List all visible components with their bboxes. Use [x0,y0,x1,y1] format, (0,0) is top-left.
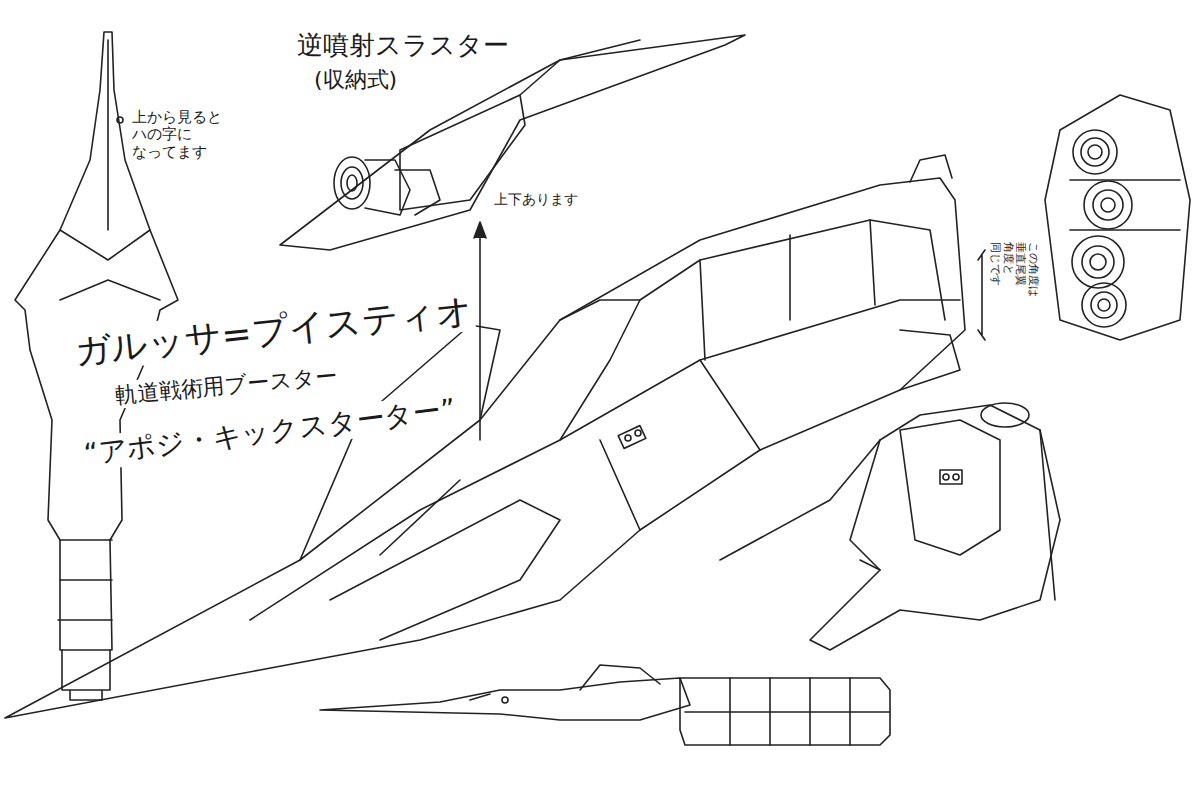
part-heading: 逆噴射スラスター [295,30,511,62]
side-view-figure [320,665,890,745]
machine-type: 軌道戦術用ブースター [112,362,341,409]
angle-note: この角度は 垂直尾翼 角度と 同じです [987,240,1040,314]
leader-arrow [474,222,486,440]
nozzle-rear-view [978,95,1190,340]
main-booster-figure [5,155,965,718]
machine-name: ガルッサ=プイスティオ [70,288,476,373]
part-subheading: (収納式) [312,66,399,93]
note-text: 上から見ると ハの字に なってます [130,108,238,162]
rear-quarter-figure [720,403,1060,650]
note-text: 上下あります [492,190,580,208]
thruster-pod-figure [280,35,745,250]
